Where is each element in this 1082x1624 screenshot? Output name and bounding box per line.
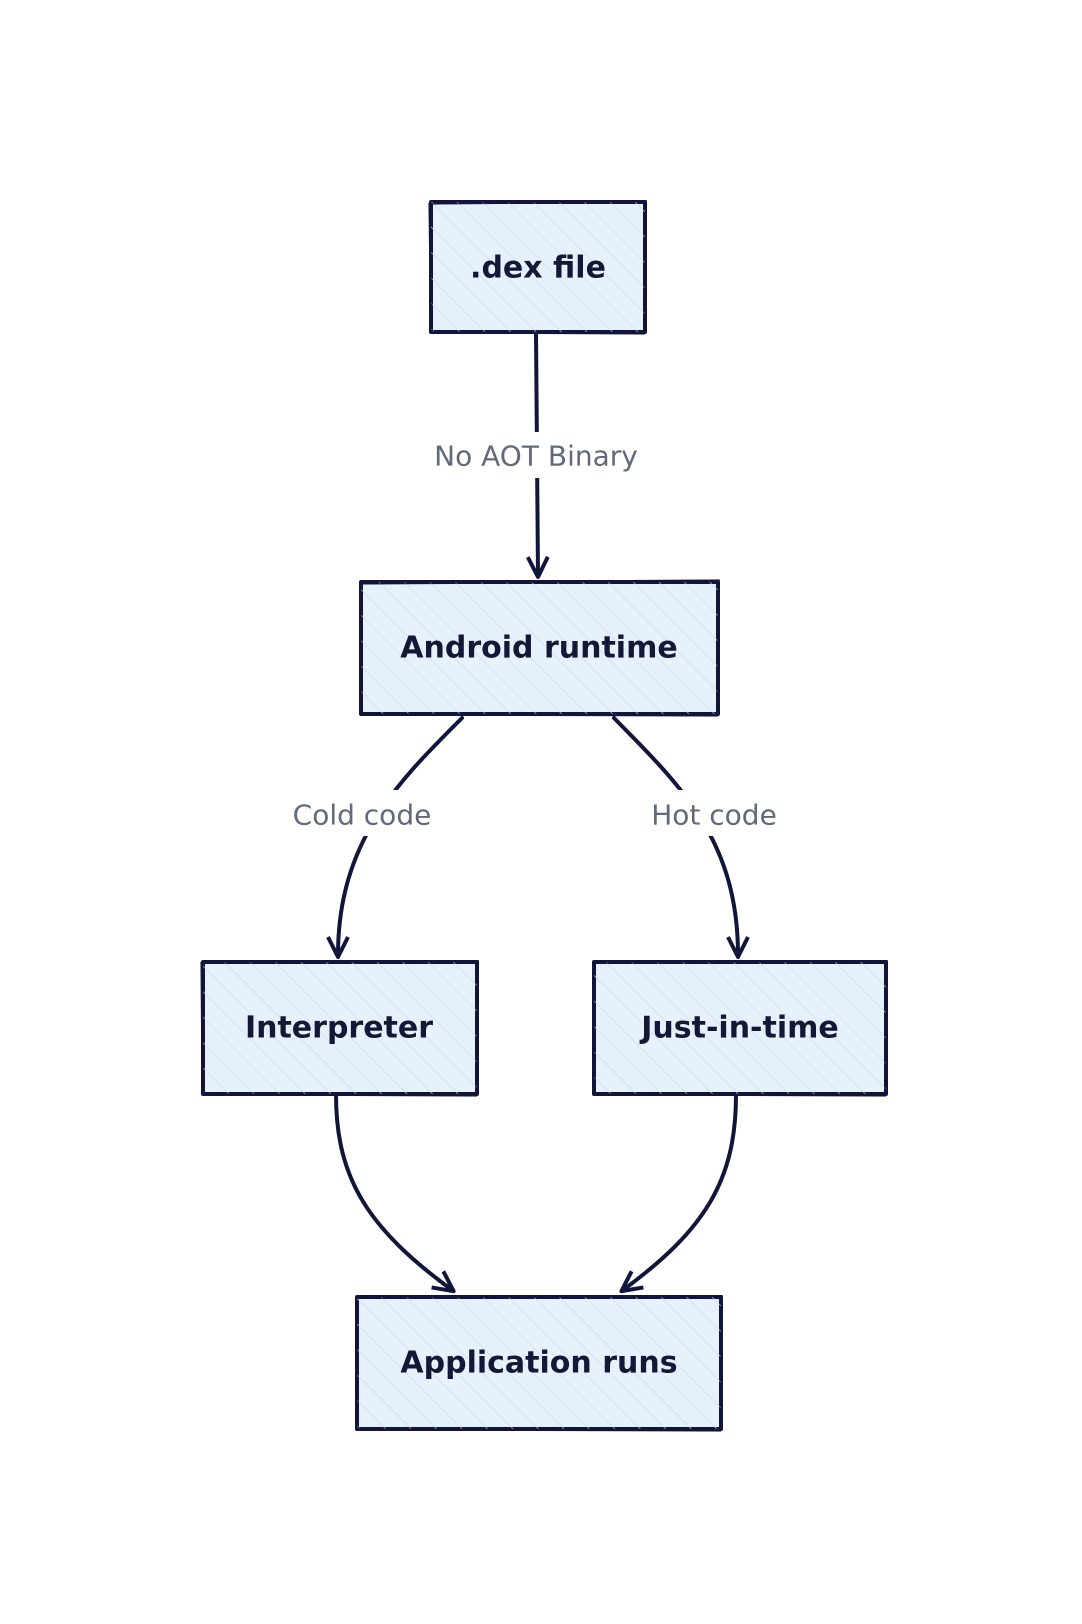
node-just-in-time-label: Just-in-time: [639, 1011, 839, 1046]
edge-interpreter-to-app: [334, 1093, 456, 1294]
edge-label-hot-code-text: Hot code: [651, 799, 777, 832]
edge-label-cold-code-text: Cold code: [293, 799, 432, 832]
node-android-runtime-label: Android runtime: [400, 631, 677, 666]
node-dex-file: .dex file: [427, 199, 648, 336]
node-just-in-time: Just-in-time: [591, 959, 889, 1098]
edge-runtime-to-interpreter: [326, 716, 464, 959]
node-interpreter-label: Interpreter: [245, 1011, 433, 1046]
node-interpreter: Interpreter: [199, 959, 480, 1098]
edge-label-hot-code: Hot code: [632, 790, 792, 836]
edge-jit-to-app: [619, 1093, 738, 1294]
edge-label-no-aot: No AOT Binary: [420, 432, 652, 478]
node-application-runs: Application runs: [354, 1294, 724, 1433]
node-application-runs-label: Application runs: [400, 1346, 677, 1381]
node-dex-file-label: .dex file: [470, 251, 606, 286]
edge-label-no-aot-text: No AOT Binary: [434, 440, 638, 473]
edge-runtime-to-jit: [612, 716, 750, 959]
node-android-runtime: Android runtime: [358, 578, 721, 718]
edge-label-cold-code: Cold code: [284, 790, 450, 836]
